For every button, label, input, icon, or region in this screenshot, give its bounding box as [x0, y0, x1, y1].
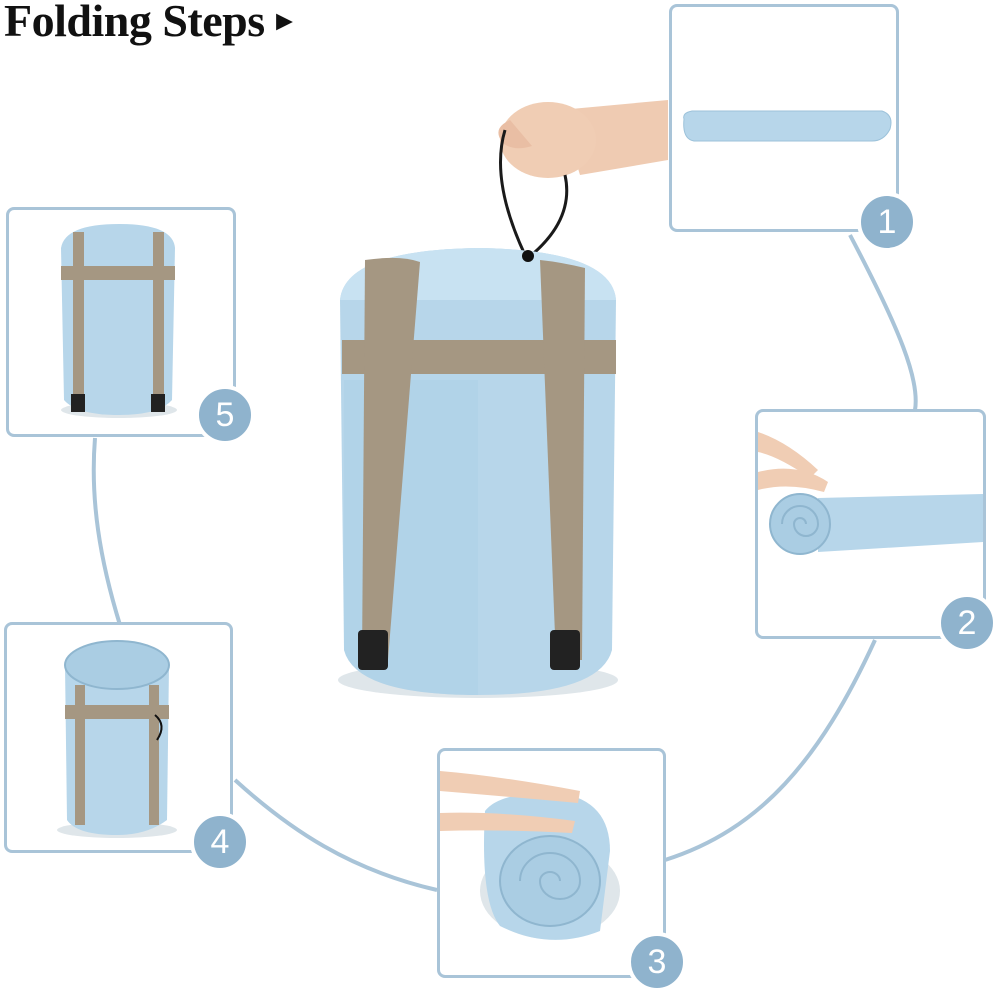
- step-4-badge: 4: [190, 812, 250, 872]
- rolling-bag-icon: [758, 432, 983, 555]
- flat-sleeping-bag-icon: [683, 110, 892, 142]
- step-connector-arc: [233, 778, 438, 892]
- step-3-badge: 3: [627, 932, 687, 992]
- step-connector-arc: [848, 234, 918, 411]
- title-text: Folding Steps: [4, 0, 265, 46]
- compression-sack-main: [338, 248, 618, 698]
- rolled-bag-icon: [440, 771, 620, 940]
- step-connector-arc: [664, 639, 877, 862]
- hand-icon: [498, 100, 668, 178]
- page-title: Folding Steps►: [4, 0, 298, 47]
- step-1-panel: [669, 4, 899, 232]
- step-5-panel: [6, 207, 236, 437]
- drawcord: [527, 174, 569, 260]
- arrow-right-icon: ►: [270, 6, 299, 37]
- compressed-sack-icon: [61, 224, 177, 418]
- step-4-panel: [4, 622, 233, 853]
- step-connector-arc: [91, 437, 122, 626]
- step-2-badge: 2: [937, 593, 997, 653]
- step-5-badge: 5: [195, 385, 255, 445]
- bag-in-sack-icon: [57, 640, 177, 838]
- step-1-badge: 1: [857, 192, 917, 252]
- step-3-panel: [437, 748, 666, 978]
- drawcord: [499, 129, 527, 256]
